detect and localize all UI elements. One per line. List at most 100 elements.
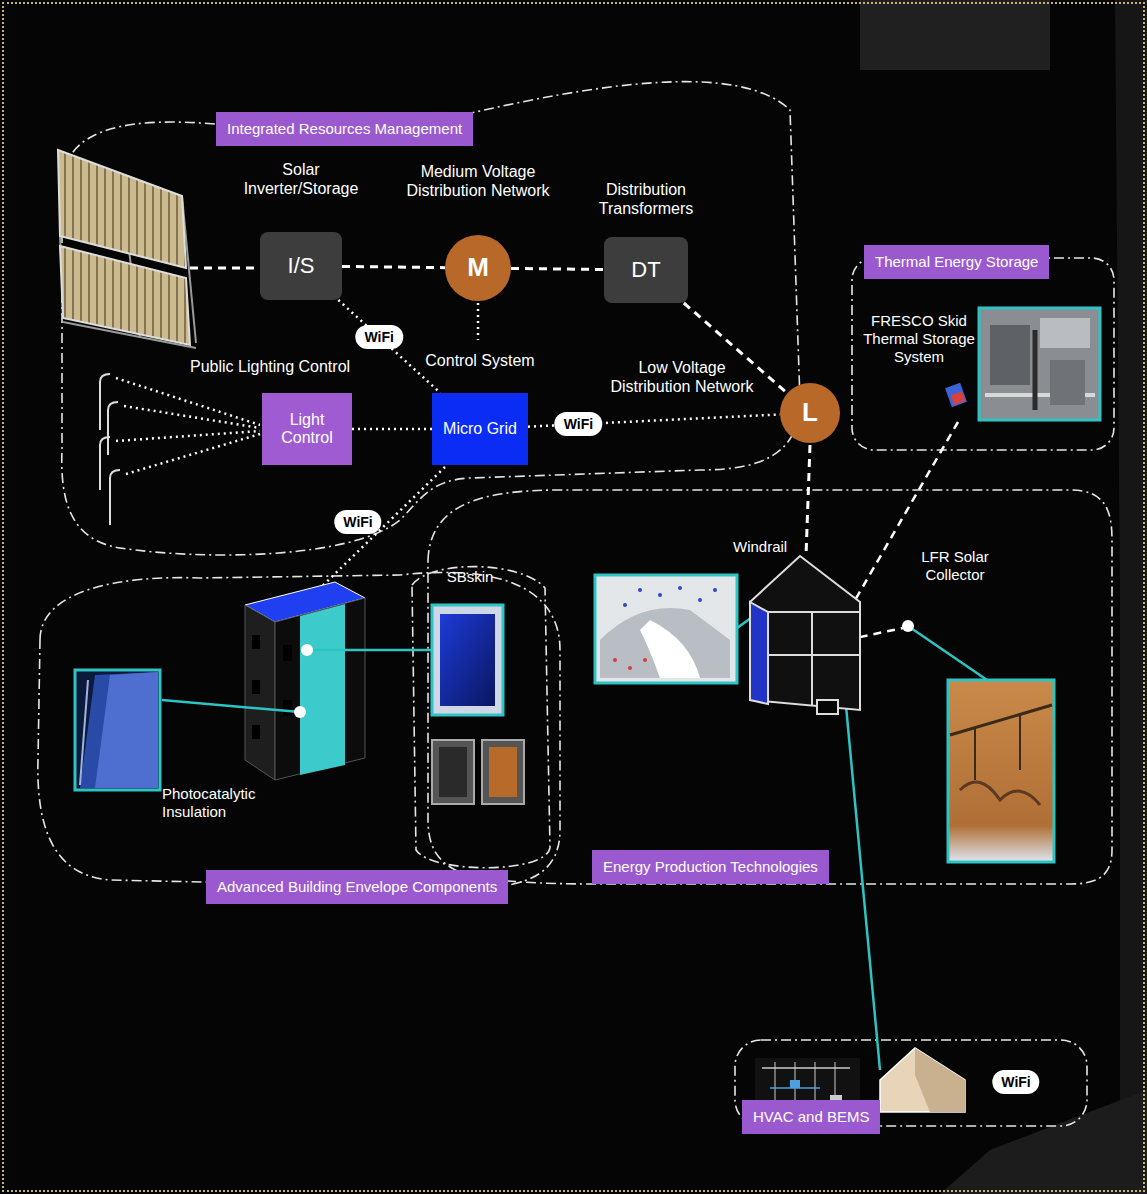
- windrail-image: [713, 588, 717, 592]
- group-tag: Thermal Energy Storage: [864, 245, 1049, 279]
- photocatalytic-image: [80, 672, 158, 788]
- building-block: [300, 604, 345, 775]
- region-outline: [852, 258, 1114, 450]
- house-section: [817, 700, 838, 714]
- group-tag: HVAC and BEMS: [742, 1100, 880, 1134]
- windrail-image: [640, 620, 700, 678]
- house-section: [750, 556, 860, 714]
- control-connector: [338, 300, 440, 393]
- group-title: HVAC and BEMS: [753, 1108, 869, 1126]
- solar-collector-rack: [58, 150, 196, 348]
- building-block: [275, 598, 365, 780]
- building-block: [252, 635, 260, 649]
- lfr-collector-image: [948, 680, 1054, 862]
- photocatalytic-image: [75, 670, 160, 790]
- background-shading: [940, 1090, 1147, 1194]
- building-block: [245, 605, 275, 780]
- photocatalytic-image: [80, 680, 88, 785]
- fresco-storage-image: [1033, 330, 1038, 410]
- house-section: [750, 602, 768, 704]
- fresco-storage-image: [1040, 318, 1090, 348]
- windrail-image: [623, 603, 627, 607]
- hvac-house-image: [880, 1048, 965, 1112]
- hvac-house-image: [880, 1048, 965, 1112]
- background-shading: [1115, 0, 1147, 1194]
- sbskin-panel-image: [439, 747, 467, 797]
- house-section: [750, 556, 860, 710]
- wifi-badge: WiFi: [992, 1070, 1039, 1094]
- node-label: Light Control: [262, 409, 352, 450]
- lighting-control-line: [116, 378, 260, 425]
- windrail-image: [643, 658, 647, 662]
- fresco-storage-image: [951, 391, 966, 405]
- node-label: I/S: [284, 251, 319, 280]
- lfr-collector-image: [948, 680, 1054, 862]
- region-outline: [38, 572, 560, 888]
- fresco-storage-image: [945, 383, 967, 407]
- street-light: [108, 402, 118, 455]
- fresco-storage-image: [945, 308, 1100, 420]
- group-tag: Integrated Resources Management: [216, 112, 473, 146]
- background-shading: [860, 0, 1050, 70]
- process-box: Control SystemMicro Grid: [432, 393, 528, 465]
- windrail-image: [698, 598, 702, 602]
- building-block: [252, 725, 260, 739]
- region-outline: [735, 1040, 1087, 1126]
- sbskin-panel-image: [432, 605, 524, 804]
- lfr-collector-image: [950, 705, 1052, 735]
- fresco-storage-image: [990, 325, 1030, 385]
- lfr-collector-image: [1019, 714, 1021, 770]
- node-heading: Control System: [410, 351, 550, 370]
- region-outline: [412, 567, 550, 868]
- part-label: Photocatalytic Insulation: [162, 785, 274, 821]
- house-section: [768, 611, 860, 613]
- background-shading: [860, 0, 1147, 1194]
- photocatalytic-image: [75, 670, 160, 790]
- region-outline: [428, 490, 1112, 884]
- callout-dot: [301, 644, 313, 656]
- bems-schematic-image: [815, 1062, 816, 1105]
- group-title: Energy Production Technologies: [603, 858, 818, 876]
- node-heading: Distribution Transformers: [591, 180, 701, 218]
- lfr-collector-image: [960, 782, 1040, 805]
- part-label: FRESCO Skid Thermal Storage System: [862, 312, 976, 366]
- group-title: Thermal Energy Storage: [875, 253, 1038, 271]
- fresco-storage-image: [979, 308, 1100, 420]
- group-title: Advanced Building Envelope Components: [217, 878, 497, 896]
- group-tag: Advanced Building Envelope Components: [206, 870, 508, 904]
- street-light: [110, 470, 120, 525]
- node-heading: Medium Voltage Distribution Network: [398, 162, 558, 200]
- lighting-control-line: [124, 406, 260, 428]
- sbskin-panel-image: [432, 740, 474, 804]
- leader-line: [908, 626, 990, 682]
- network-circle: Medium Voltage Distribution NetworkM: [445, 235, 511, 301]
- callout-dot: [294, 706, 306, 718]
- building-block: [283, 700, 292, 716]
- windrail-image: [658, 593, 662, 597]
- power-line: [190, 267, 258, 270]
- power-connector: [342, 266, 445, 267]
- region-outline: [38, 82, 1114, 1126]
- windrail-image: [638, 588, 642, 592]
- windrail-image: [595, 575, 737, 683]
- part-label: Windrail: [733, 538, 801, 556]
- windrail-image: [600, 608, 730, 678]
- wifi-badge: WiFi: [555, 412, 602, 436]
- lfr-collector-image: [974, 727, 976, 780]
- building-block: [245, 582, 365, 780]
- hvac-house-image: [915, 1048, 965, 1112]
- fresco-storage-image: [1050, 360, 1085, 405]
- sbskin-panel-image: [432, 605, 503, 715]
- windrail-image: [595, 575, 737, 683]
- node-label: M: [463, 251, 493, 285]
- bems-schematic-image: [835, 1062, 836, 1100]
- solar-collector-rack: [60, 246, 190, 345]
- node-heading: Solar Inverter/Storage: [236, 160, 366, 198]
- house-section: [811, 612, 813, 705]
- lighting-control-line: [126, 434, 260, 474]
- node-heading: Low Voltage Distribution Network: [602, 358, 762, 396]
- part-label: SBskin: [440, 568, 500, 586]
